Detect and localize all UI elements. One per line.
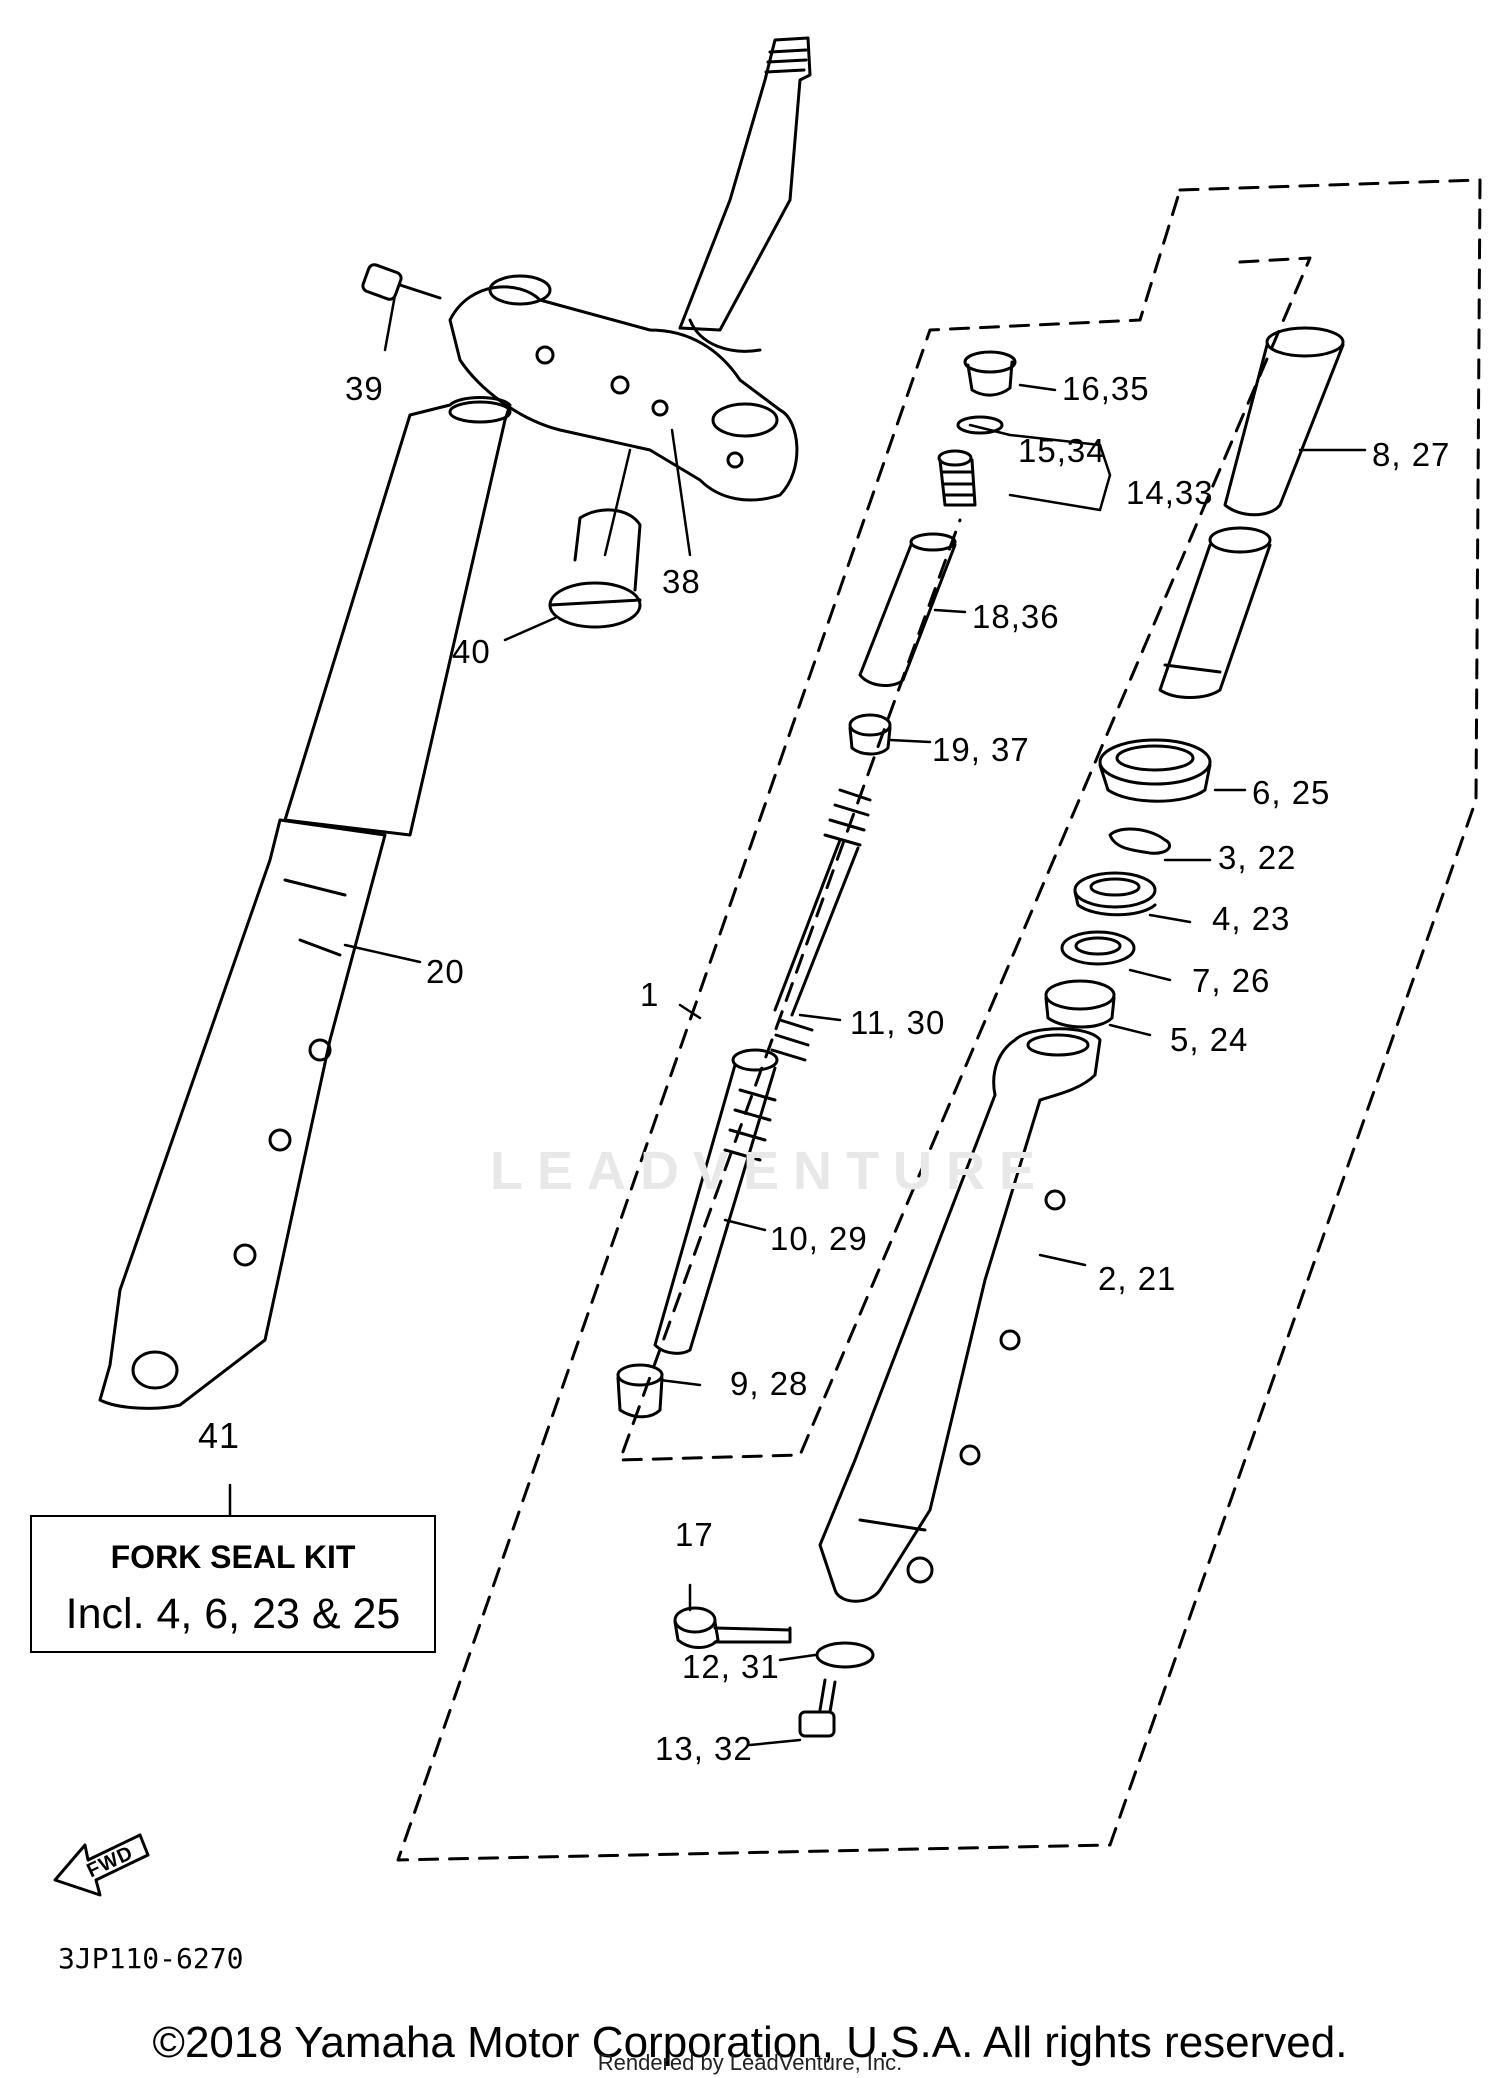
callout-40: 40 <box>452 633 491 670</box>
bolt-13 <box>798 1678 837 1738</box>
fork-seal-kit-box: FORK SEAL KIT Incl. 4, 6, 23 & 25 <box>30 1515 436 1653</box>
under-bracket <box>448 274 799 502</box>
callout-18-36: 18,36 <box>972 598 1060 635</box>
callout-39: 39 <box>345 370 384 407</box>
callout-13-32: 13, 32 <box>655 1730 753 1767</box>
washer-7 <box>1060 930 1136 966</box>
fwd-arrow-icon <box>53 1833 150 1897</box>
bearing-40 <box>548 508 642 629</box>
callout-1: 1 <box>640 976 660 1013</box>
callout-9-28: 9, 28 <box>730 1365 809 1402</box>
fork-tube-cover-8 <box>1158 326 1345 699</box>
callout-12-31: 12, 31 <box>682 1648 780 1685</box>
copyright-notice: ©2018 Yamaha Motor Corporation, U.S.A. A… <box>152 2018 1348 2067</box>
callout-5-24: 5, 24 <box>1170 1021 1249 1058</box>
callout-16-35: 16,35 <box>1062 370 1150 407</box>
damper-rod-10 <box>653 788 872 1355</box>
spacer-18 <box>858 532 957 687</box>
kit-includes: Incl. 4, 6, 23 & 25 <box>65 1590 401 1638</box>
outer-tube-2 <box>818 1027 1102 1603</box>
callout-11-30: 11, 30 <box>850 1004 946 1041</box>
callout-4-23: 4, 23 <box>1212 900 1291 937</box>
callout-20: 20 <box>426 953 465 990</box>
damper-group-outline <box>618 256 1312 1462</box>
cap-bolt-16 <box>963 350 1017 397</box>
oil-seal-4 <box>1073 871 1157 917</box>
kit-title: FORK SEAL KIT <box>110 1539 356 1575</box>
callout-17: 17 <box>675 1516 714 1553</box>
spring-seat-19 <box>848 713 892 756</box>
callout-41: 41 <box>198 1415 241 1456</box>
rendered-by: Rendered by LeadVenture, Inc. <box>597 2050 903 2075</box>
leader-lines <box>228 293 1367 1747</box>
dust-seal-6 <box>1098 738 1212 803</box>
callout-2-21: 2, 21 <box>1098 1260 1177 1297</box>
assembly-outline <box>396 178 1482 1862</box>
watermark: LEADVENTURE <box>490 1141 1050 1201</box>
callout-7-26: 7, 26 <box>1192 962 1271 999</box>
bolt-39 <box>361 263 442 301</box>
drain-bolt-17 <box>673 1606 792 1649</box>
callout-15-34: 15,34 <box>1018 432 1106 469</box>
callout-10-29: 10, 29 <box>770 1220 868 1257</box>
oil-lock-piece-9 <box>616 1363 664 1419</box>
washer-12 <box>815 1641 875 1669</box>
slide-metal-5 <box>1044 979 1116 1029</box>
left-fork-assembly <box>98 396 512 1410</box>
callout-8-27: 8, 27 <box>1372 436 1451 473</box>
o-ring-15 <box>956 415 1004 435</box>
diagram-code: 3JP110-6270 <box>58 1942 244 1975</box>
steering-stem <box>678 36 812 353</box>
callout-6-25: 6, 25 <box>1252 774 1331 811</box>
clip-3 <box>1108 827 1171 855</box>
callout-3-22: 3, 22 <box>1218 839 1297 876</box>
callout-19-37: 19, 37 <box>932 731 1030 768</box>
callout-14-33: 14,33 <box>1126 474 1214 511</box>
callout-38: 38 <box>662 563 701 600</box>
collar-14 <box>937 449 977 507</box>
